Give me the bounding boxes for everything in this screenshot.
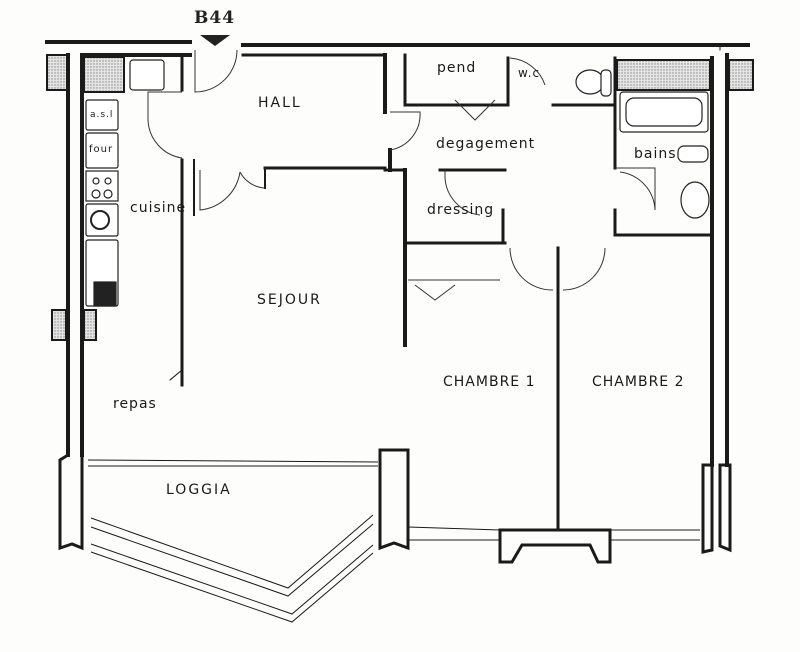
room-label-sejour: SEJOUR — [257, 292, 322, 308]
room-label-chambre-2: CHAMBRE 2 — [592, 374, 685, 390]
doors — [147, 49, 656, 301]
room-label-cuisine: cuisine — [130, 200, 187, 216]
room-label-wc: w.c — [518, 66, 541, 80]
room-label-degagement: degagement — [436, 136, 536, 152]
walls — [45, 40, 750, 532]
bath-fixtures — [575, 69, 710, 219]
room-label-chambre-1: CHAMBRE 1 — [443, 374, 536, 390]
entrance-arrow-icon — [200, 35, 230, 46]
room-label-dressing: dressing — [427, 202, 495, 218]
kitchen-fixtures — [85, 59, 165, 307]
facade — [58, 448, 732, 623]
room-label-loggia: LOGGIA — [166, 482, 232, 498]
unit-id: B44 — [194, 8, 236, 28]
room-label-pend: pend — [437, 60, 477, 76]
room-label-bains: bains — [634, 146, 677, 162]
fixture-label-four: four — [89, 144, 114, 155]
fixture-label-asl: a.s.l — [90, 110, 114, 120]
room-label-hall: HALL — [258, 95, 302, 111]
room-label-repas: repas — [113, 396, 157, 412]
ducts — [46, 54, 754, 341]
